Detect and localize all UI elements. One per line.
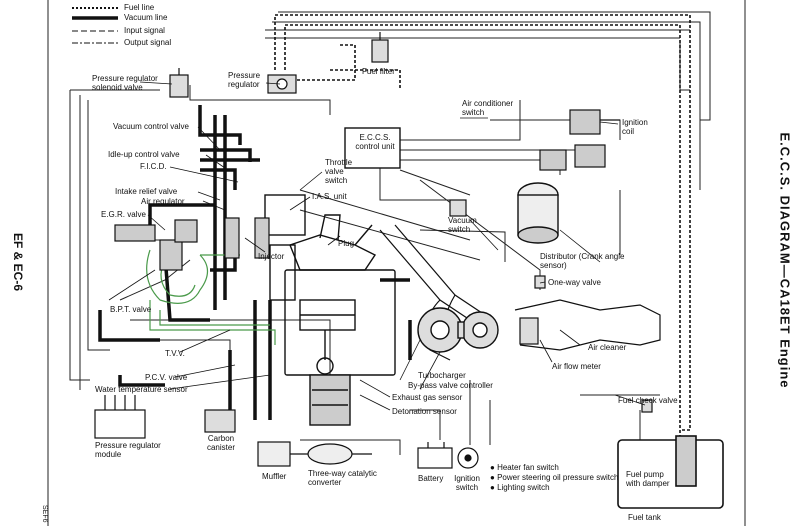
label-bypass-valve-controller: By-pass valve controller xyxy=(408,381,493,390)
carbon-canister-drawing xyxy=(204,409,236,433)
label-muffler: Muffler xyxy=(262,472,287,481)
vacuum-lines xyxy=(98,105,412,420)
legend-vacuum-line: Vacuum line xyxy=(124,13,168,22)
diagram-title: E.C.C.S. DIAGRAM—CA18ET Engine xyxy=(777,132,793,389)
label-lighting-switch: ● Lighting switch xyxy=(490,483,550,492)
label-exhaust-gas-sensor: Exhaust gas sensor xyxy=(392,393,463,402)
eccs-control-unit-box xyxy=(344,127,401,169)
label-ignition-coil: Ignition coil xyxy=(622,118,648,136)
label-ficd: F.I.C.D. xyxy=(140,162,167,171)
air-flow-meter-drawing xyxy=(519,317,539,345)
lighting-text: Lighting switch xyxy=(497,483,550,492)
label-one-way-valve: One-way valve xyxy=(548,278,601,287)
label-air-flow-meter: Air flow meter xyxy=(552,362,601,371)
egr-valve-drawing xyxy=(114,219,198,271)
legend-output-signal: Output signal xyxy=(124,38,172,47)
pressure-regulator-drawing xyxy=(267,74,297,94)
legend-fuel-line: Fuel line xyxy=(124,3,155,12)
fuel-tank-drawing xyxy=(617,435,724,509)
heater-fan-text: Heater fan switch xyxy=(497,463,559,472)
label-tvv: T.V.V. xyxy=(165,349,185,358)
section-tag: EF & EC-6 xyxy=(11,232,25,291)
ignition-coil-drawing xyxy=(539,109,620,171)
legend-input-signal: Input signal xyxy=(124,26,165,35)
engine-block xyxy=(264,194,396,426)
label-intake-relief-valve: Intake relief valve xyxy=(115,187,178,196)
ignition-switch-drawing xyxy=(457,447,479,469)
label-fuel-filter: Fuel filter xyxy=(362,67,395,76)
label-air-conditioner-switch: Air conditioner switch xyxy=(462,99,514,117)
label-pressure-regulator-module: Pressure regulator module xyxy=(95,441,161,459)
pr-solenoid-drawing xyxy=(169,68,189,98)
label-egr-valve: E.G.R. valve xyxy=(101,210,146,219)
ps-oil-text: Power steering oil pressure switch xyxy=(497,473,619,482)
label-fuel-pump: Fuel pump with damper xyxy=(626,470,670,488)
egr-pipes xyxy=(146,249,276,345)
label-fuel-tank: Fuel tank xyxy=(628,513,661,522)
label-distributor: Distributor (Crank angle sensor) xyxy=(540,252,625,270)
label-fuel-check-valve: Fuel check valve xyxy=(618,396,678,405)
distributor-drawing xyxy=(517,182,559,244)
label-vacuum-switch: Vacuum switch xyxy=(448,216,477,234)
label-three-way-converter: Three-way catalytic converter xyxy=(308,469,377,487)
legend-lines xyxy=(72,7,118,44)
label-ias-unit: I.A.S. unit xyxy=(312,192,347,201)
pr-module-drawing xyxy=(94,395,146,439)
label-turbocharger: Turbocharger xyxy=(418,371,466,380)
label-pressure-regulator-solenoid: Pressure regulator solenoid valve xyxy=(92,74,158,92)
label-eccs-control-unit: E.C.C.S. control unit xyxy=(355,133,395,151)
battery-drawing xyxy=(417,442,453,469)
label-injector: Injector xyxy=(258,252,285,261)
label-air-regulator: Air regulator xyxy=(141,197,185,206)
label-pcv-valve: P.C.V. valve xyxy=(145,373,188,382)
label-bpt-valve: B.P.T. valve xyxy=(110,305,152,314)
injector-drawing xyxy=(224,217,270,259)
label-ps-oil-pressure-switch: ● Power steering oil pressure switch xyxy=(490,473,619,482)
label-plug: Plug xyxy=(338,239,355,248)
label-idle-up-control-valve: Idle-up control valve xyxy=(108,150,180,159)
leader-lines xyxy=(108,81,646,411)
figure-code: SEF6 xyxy=(41,505,48,523)
label-air-cleaner: Air cleaner xyxy=(588,343,627,352)
exhaust-drawing xyxy=(257,441,372,467)
turbocharger-drawing xyxy=(417,307,499,353)
fuel-lines xyxy=(274,14,691,440)
signal-wiring xyxy=(69,11,711,455)
label-detonation-sensor: Detonation sensor xyxy=(392,407,457,416)
label-heater-fan-switch: ● Heater fan switch xyxy=(490,463,559,472)
label-ignition-switch: Ignition switch xyxy=(454,474,480,492)
label-vacuum-control-valve: Vacuum control valve xyxy=(113,122,189,131)
vacuum-switch-drawing xyxy=(449,199,467,217)
fuel-filter-drawing xyxy=(371,32,389,63)
label-water-temp-sensor: Water temperature sensor xyxy=(95,385,188,394)
label-pressure-regulator: Pressure regulator xyxy=(228,71,261,89)
label-battery: Battery xyxy=(418,474,444,483)
label-throttle-valve-switch: Throttle valve switch xyxy=(325,158,353,185)
label-carbon-canister: Carbon canister xyxy=(206,434,235,452)
